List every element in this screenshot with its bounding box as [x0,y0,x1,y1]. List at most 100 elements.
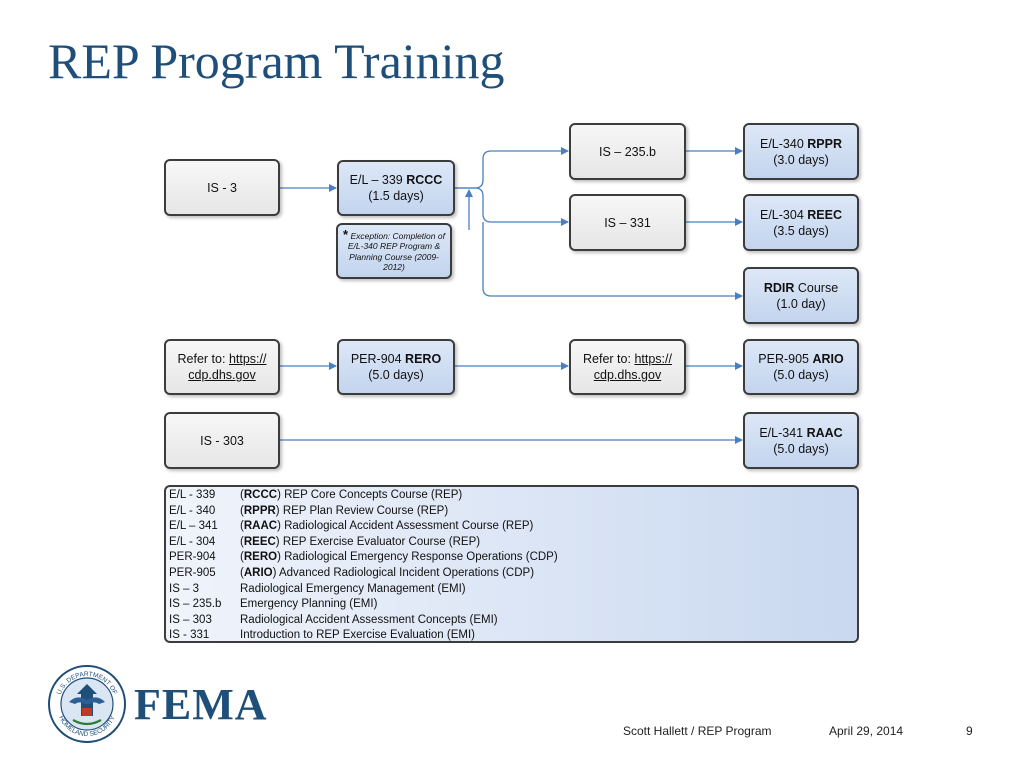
legend-row: E/L – 341 (RAAC) Radiological Accident As… [169,519,857,535]
legend-row: IS – 3 Radiological Emergency Management … [169,582,857,598]
course-abbr: RCCC [406,173,443,187]
course-duration: (1.0 day) [776,296,826,311]
legend-text: Radiological Accident Assessment Concept… [240,613,498,626]
legend-code: IS – 3 [169,582,200,595]
cdp-link-part[interactable]: https:// [228,352,267,366]
legend-code: E/L - 304 [169,535,216,548]
legend-description: (RAAC) Radiological Accident Assessment … [240,520,534,533]
legend-row: PER-904 (RERO) Radiological Emergency Res… [169,550,857,566]
legend-text: Radiological Emergency Management (EMI) [240,582,466,595]
cdp-link-part[interactable]: https:// [634,352,672,366]
course-suffix: Course [797,280,839,295]
course-code: E/L-340 [760,136,804,151]
box-exception-note: * Exception: Completion of E/L-340 REP P… [336,223,452,279]
legend-text: REP Core Concepts Course (REP) [284,489,463,501]
fema-wordmark: FEMA [134,680,268,729]
course-code: E/L – 339 [349,173,403,187]
box-rdir-course: RDIR Course (1.0 day) [743,267,859,324]
course-code: E/L-341 [759,425,804,440]
legend-abbr: RCCC [243,489,278,501]
arrow-el339-to-is331 [455,187,569,226]
legend-code: IS – 303 [169,613,212,626]
legend-abbr: RPPR [243,504,276,517]
legend-text: Radiological Emergency Response Operatio… [284,551,558,564]
exception-text: Exception: Completion of E/L-340 REP Pro… [347,230,445,273]
legend-text: Emergency Planning (EMI) [240,598,378,611]
footer-date: April 29, 2014 [829,724,904,738]
box-el-340-rppr: E/L-340 RPPR (3.0 days) [743,123,859,180]
legend-code: PER-904 [169,551,216,564]
legend-text: REP Plan Review Course (REP) [282,504,449,517]
box-is-235b: IS – 235.b [569,123,686,180]
legend-abbr: REEC [243,535,276,548]
legend-description: (RERO) Radiological Emergency Response O… [240,551,558,564]
legend-code: IS - 331 [169,629,210,642]
footer-presenter: Scott Hallett / REP Program [623,724,772,738]
box-refer-cdp-1: Refer to: https:// cdp.dhs.gov [164,339,280,395]
box-is-303: IS - 303 [164,412,280,469]
box-is-3-label: IS - 3 [207,180,237,195]
legend-row: E/L - 339 (RCCC) REP Core Concepts Course… [169,488,857,504]
course-abbr: REEC [807,207,842,222]
legend-description: (ARIO) Advanced Radiological Incident Op… [240,566,535,579]
course-duration: (5.0 days) [368,368,424,382]
course-abbr: RPPR [807,136,842,151]
box-refer-cdp-2: Refer to: https:// cdp.dhs.gov [569,339,686,395]
box-el-339-rccc: E/L – 339 RCCC (1.5 days) [337,160,455,216]
dhs-seal-icon: U.S. DEPARTMENT OF HOMELAND SECURITY [48,665,126,743]
legend-row: IS – 235.b Emergency Planning (EMI) [169,597,857,613]
legend-description: (REEC) REP Exercise Evaluator Course (RE… [240,535,481,548]
legend-code: IS – 235.b [169,598,222,611]
cdp-link[interactable]: cdp.dhs.gov [188,368,256,382]
course-abbr: RDIR [763,280,795,295]
course-duration: (5.0 days) [773,441,829,456]
legend-row: PER-905 (ARIO) Advanced Radiological Inci… [169,566,857,582]
box-per-904-rero: PER-904 RERO (5.0 days) [337,339,455,395]
legend-description: (RPPR) REP Plan Review Course (REP) [240,504,449,517]
legend-text: Advanced Radiological Incident Operation… [278,566,535,579]
course-legend: E/L - 339 (RCCC) REP Core Concepts Course… [164,485,859,643]
box-el-304-reec: E/L-304 REEC (3.5 days) [743,194,859,251]
box-is-331: IS – 331 [569,194,686,251]
course-duration: (1.5 days) [368,189,424,203]
legend-row: E/L - 340(RPPR) REP Plan Review Course (… [169,504,857,520]
page-title: REP Program Training [48,33,505,89]
legend-row: E/L - 304 (REEC) REP Exercise Evaluator C… [169,535,857,551]
legend-description: Emergency Planning (EMI) [240,597,377,613]
box-is-3: IS - 3 [164,159,280,216]
cdp-link[interactable]: cdp.dhs.gov [593,368,662,382]
box-is-235b-label: IS – 235.b [599,144,656,159]
legend-description: Radiological Accident Assessment Concept… [240,613,498,629]
course-abbr: ARIO [812,352,844,366]
legend-code: E/L – 341 [169,520,218,533]
course-duration: (3.0 days) [773,152,829,167]
box-el-341-raac: E/L-341 RAAC (5.0 days) [743,412,859,469]
course-abbr: RERO [405,352,442,366]
asterisk: * [343,226,349,242]
box-is-303-label: IS - 303 [200,433,244,448]
box-is-331-label: IS – 331 [604,215,651,230]
legend-text: Introduction to REP Exercise Evaluation … [240,629,476,642]
arrow-el339-to-rdir [482,222,743,300]
legend-abbr: ARIO [243,566,273,579]
legend-abbr: RERO [243,551,278,564]
legend-code: E/L - 339 [169,489,216,501]
legend-description: (RCCC) REP Core Concepts Course (REP) [240,489,463,501]
box-per-905-ario: PER-905 ARIO (5.0 days) [743,339,859,395]
refer-prefix: Refer to: [177,352,226,366]
course-abbr: RAAC [806,425,843,440]
legend-description: Radiological Emergency Management (EMI) [240,582,466,598]
legend-row: IS - 331 Introduction to REP Exercise Eva… [169,628,857,644]
course-duration: (5.0 days) [773,368,829,382]
arrow-el339-to-is235b [455,147,569,189]
legend-text: REP Exercise Evaluator Course (REP) [282,535,481,548]
course-code: E/L-304 [760,207,804,222]
legend-abbr: RAAC [243,520,278,533]
course-duration: (3.5 days) [773,223,829,238]
legend-text: Radiological Accident Assessment Course … [284,520,534,533]
course-code: PER-904 [350,352,402,366]
legend-code: PER-905 [169,566,216,579]
legend-description: Introduction to REP Exercise Evaluation … [240,628,475,644]
footer-page-number: 9 [966,724,973,738]
